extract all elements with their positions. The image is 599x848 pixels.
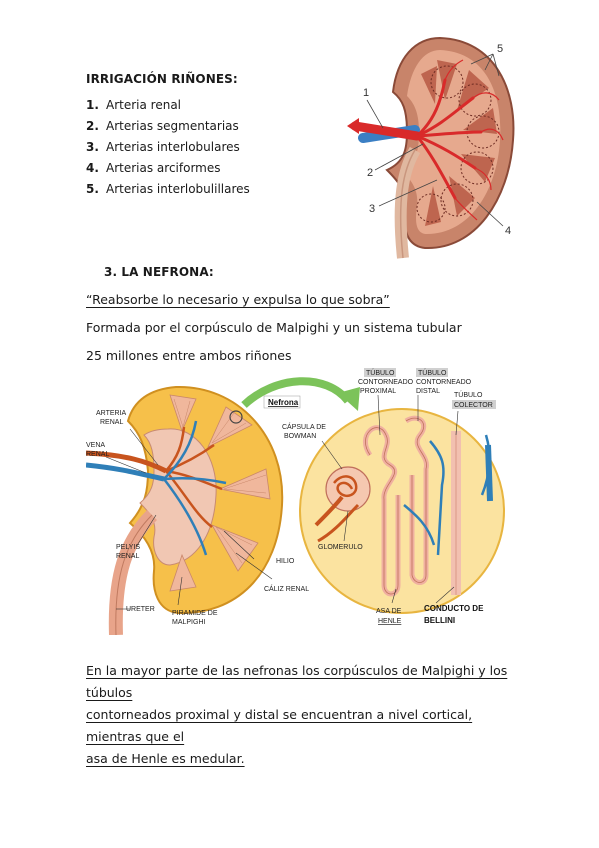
label-nefrona: Nefrona <box>268 398 299 407</box>
label-capsula-2: BOWMAN <box>284 433 316 440</box>
label-vena-renal-1: VENA <box>86 442 105 449</box>
label-ureter: URETER <box>126 606 155 613</box>
list-item: 1.Arteria renal <box>86 98 182 112</box>
label-tubulo-distal-2: CONTORNEADO <box>416 379 472 386</box>
label-conducto-2: BELLINI <box>424 616 455 625</box>
kidney-label-2: 2 <box>367 167 373 179</box>
quote-text: “Reabsorbe lo necesario y expulsa lo que… <box>86 292 390 307</box>
kidney-label-1: 1 <box>363 87 369 99</box>
kidney-label-4: 4 <box>505 225 511 237</box>
conclusion-line-3: asa de Henle es medular. <box>86 751 245 766</box>
conclusion-paragraph: En la mayor parte de las nefronas los co… <box>86 660 526 770</box>
label-conducto-1: CONDUCTO DE <box>424 604 484 613</box>
label-vena-renal-2: RENAL <box>86 451 109 458</box>
label-caliz-renal: CÁLIZ RENAL <box>264 584 309 593</box>
section-heading-irrigacion: IRRIGACIÓN RIÑONES: <box>86 72 238 86</box>
label-asa-2: HENLE <box>378 618 402 625</box>
conclusion-line-1: En la mayor parte de las nefronas los co… <box>86 663 508 700</box>
label-pelvis-renal-1: PELYIS <box>116 544 140 551</box>
label-pelvis-renal-2: RENAL <box>116 553 139 560</box>
count-text: 25 millones entre ambos riñones <box>86 348 292 363</box>
kidney-label-5: 5 <box>497 43 503 55</box>
label-arteria-renal-1: ARTERIA <box>96 410 127 417</box>
kidney-label-3: 3 <box>369 203 375 215</box>
label-tubulo-proximal-3: PROXIMAL <box>360 388 396 395</box>
label-hilio: HILIO <box>276 558 295 565</box>
label-tubulo-distal-3: DISTAL <box>416 388 440 395</box>
irrigation-list: 1.Arteria renal 2.Arterias segmentarias … <box>86 98 250 196</box>
label-asa-1: ASA DE <box>376 608 402 615</box>
label-piramide-1: PIRAMIDE DE <box>172 610 218 617</box>
list-item: 4.Arterias arciformes <box>86 161 221 175</box>
list-item: 2.Arterias segmentarias <box>86 119 239 133</box>
nephron-figure: ARTERIA RENAL VENA RENAL PELYIS RENAL UR… <box>86 368 505 635</box>
definition-text: Formada por el corpúsculo de Malpighi y … <box>86 320 462 335</box>
label-arteria-renal-2: RENAL <box>100 419 123 426</box>
label-tubulo-colector-1: TÚBULO <box>454 390 483 399</box>
label-tubulo-colector-2: COLECTOR <box>454 402 493 409</box>
list-item: 5.Arterias interlobulillares <box>86 182 250 196</box>
label-tubulo-proximal-2: CONTORNEADO <box>358 379 414 386</box>
conclusion-line-2: contorneados proximal y distal se encuen… <box>86 707 473 744</box>
label-tubulo-distal-1: TÚBULO <box>418 368 447 377</box>
label-glomerulo: GLOMERULO <box>318 544 363 551</box>
section-heading-nefrona: 3. LA NEFRONA: <box>104 265 214 279</box>
label-capsula-1: CÁPSULA DE <box>282 422 326 431</box>
label-piramide-2: MALPIGHI <box>172 619 206 626</box>
kidney-vascular-figure: 1 2 3 4 5 <box>347 36 515 259</box>
label-tubulo-proximal-1: TÚBULO <box>366 368 395 377</box>
list-item: 3.Arterias interlobulares <box>86 140 240 154</box>
